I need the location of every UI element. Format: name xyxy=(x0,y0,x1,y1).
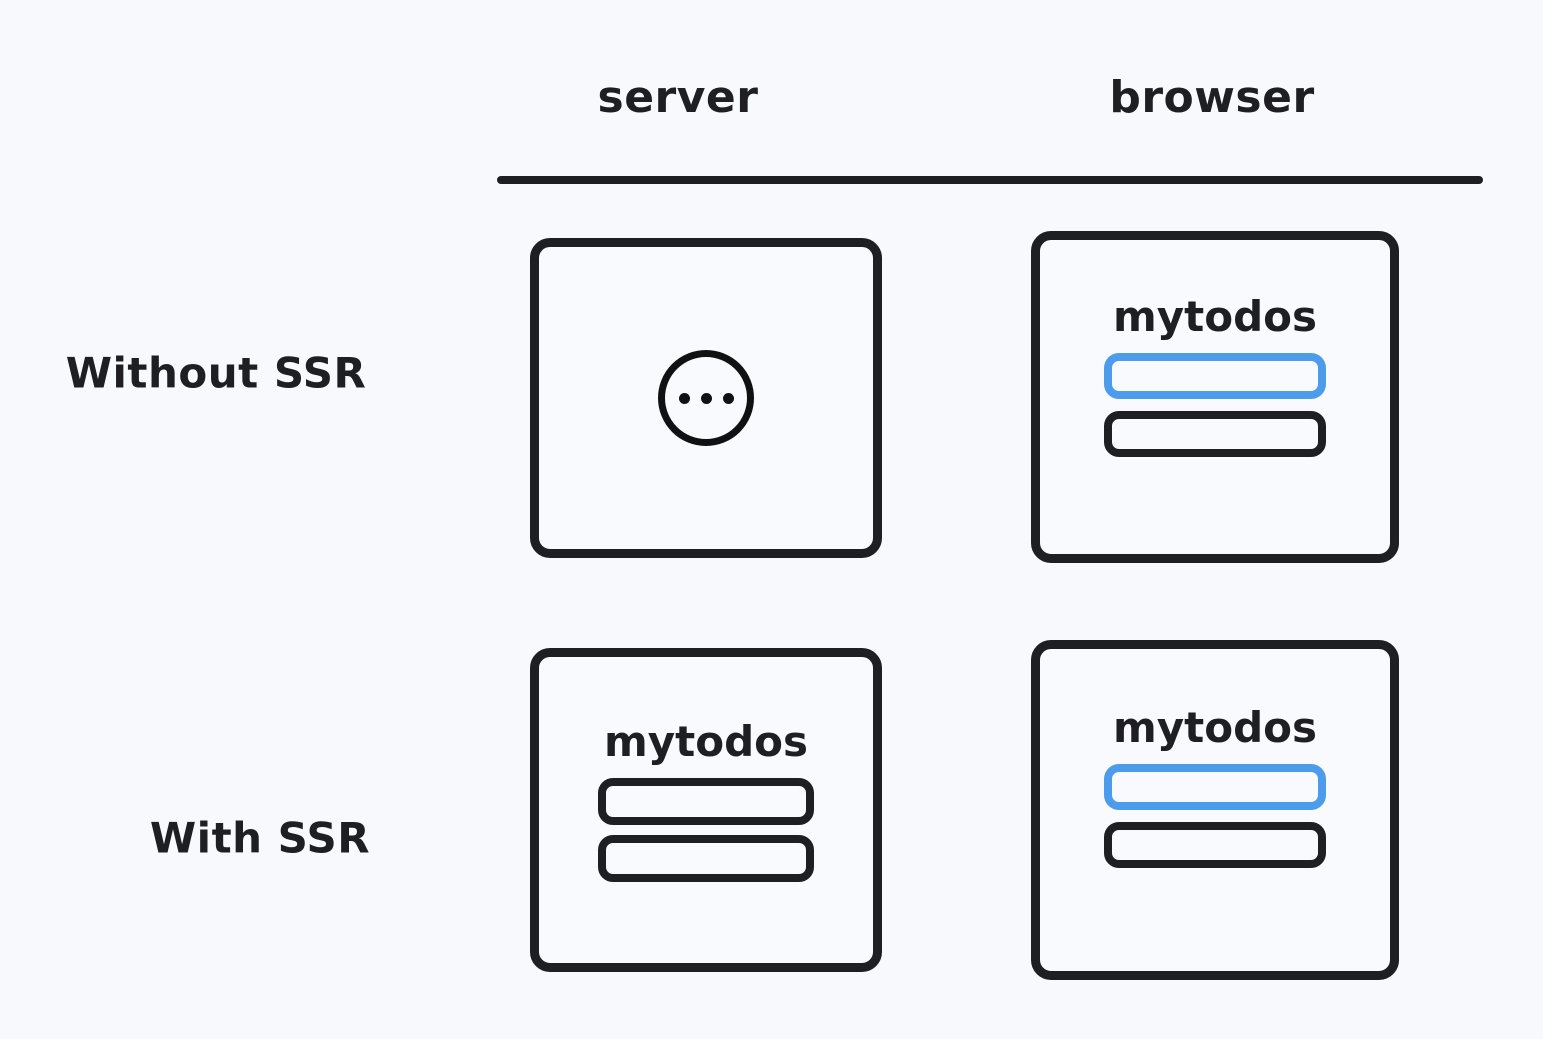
app-title: mytodos xyxy=(1113,292,1317,341)
column-header-browser: browser xyxy=(1109,72,1315,123)
todo-item[interactable] xyxy=(1104,411,1326,458)
spinner-dot xyxy=(700,392,712,404)
spinner-dot xyxy=(722,392,734,404)
app-title: mytodos xyxy=(604,717,808,766)
todo-item[interactable] xyxy=(1104,822,1326,869)
app-mock: mytodos xyxy=(1040,703,1390,869)
todo-item[interactable] xyxy=(1104,764,1326,811)
app-mock: mytodos xyxy=(1040,292,1390,458)
todo-item[interactable] xyxy=(598,778,814,826)
todo-item[interactable] xyxy=(598,835,814,883)
column-header-server: server xyxy=(597,72,759,123)
row-label-without-ssr: Without SSR xyxy=(65,348,367,398)
todo-list xyxy=(1104,353,1326,458)
todo-item[interactable] xyxy=(1104,353,1326,400)
cell-browser-with-ssr: mytodos xyxy=(1031,640,1399,980)
cell-browser-without-ssr: mytodos xyxy=(1031,231,1399,563)
cell-server-with-ssr: mytodos xyxy=(530,648,882,972)
app-title: mytodos xyxy=(1113,703,1317,752)
cell-server-without-ssr xyxy=(530,238,882,558)
app-mock: mytodos xyxy=(539,717,873,883)
spinner-dot xyxy=(678,392,690,404)
todo-list xyxy=(1104,764,1326,869)
header-divider-rule xyxy=(497,176,1483,184)
todo-list xyxy=(598,778,814,883)
ellipsis-circle-icon xyxy=(658,350,754,446)
row-label-with-ssr: With SSR xyxy=(149,813,371,863)
